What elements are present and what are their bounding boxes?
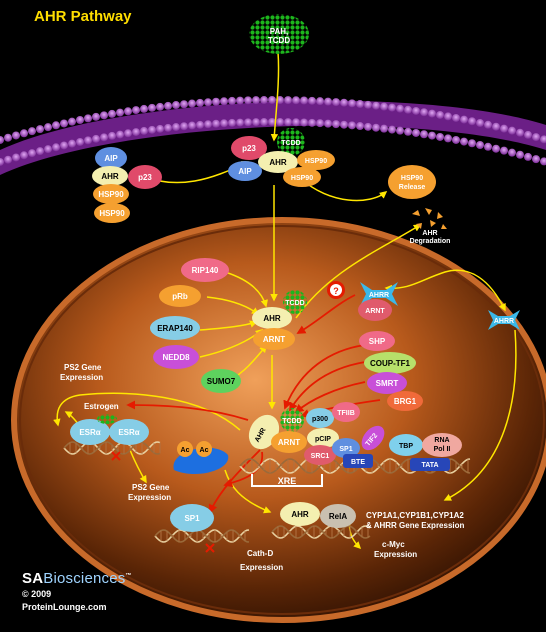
- svg-text:AIP: AIP: [238, 167, 252, 176]
- svg-text:p23: p23: [138, 173, 152, 182]
- svg-text:pRb: pRb: [172, 292, 188, 301]
- ps2-expression-bottom: PS2 Gene: [132, 483, 170, 492]
- svg-text:p300: p300: [312, 416, 328, 423]
- svg-text:AHR: AHR: [291, 510, 309, 519]
- svg-text:ESRα: ESRα: [79, 428, 100, 437]
- svg-text:SUMO7: SUMO7: [207, 377, 236, 386]
- svg-text:SRC1: SRC1: [311, 453, 330, 460]
- svg-text:Expression: Expression: [374, 550, 417, 559]
- svg-text:TFIIB: TFIIB: [337, 410, 355, 417]
- svg-text:SP1: SP1: [339, 446, 352, 453]
- svg-text:TATA: TATA: [421, 462, 438, 469]
- svg-text:HSP90: HSP90: [98, 190, 124, 199]
- svg-text:ARNT: ARNT: [278, 438, 300, 447]
- svg-text:COUP-TF1: COUP-TF1: [370, 359, 411, 368]
- publisher-logo: SABiosciences™ © 2009 ProteinLounge.com: [22, 570, 132, 612]
- ligand-pah-tcdd: PAH, TCDD: [249, 14, 309, 54]
- svg-text:TCDD: TCDD: [282, 418, 301, 425]
- cyp-expression-1: CYP1A1,CYP1B1,CYP1A2: [366, 511, 464, 520]
- svg-text:AHR: AHR: [269, 158, 287, 167]
- svg-text:HSP90: HSP90: [291, 175, 313, 182]
- svg-text:& AHRR Gene Expression: & AHRR Gene Expression: [366, 521, 465, 530]
- svg-text:NEDD8: NEDD8: [162, 353, 190, 362]
- xre-bracket: [251, 474, 323, 487]
- svg-text:p23: p23: [242, 144, 256, 153]
- svg-text:TBP: TBP: [399, 443, 413, 450]
- ahrr-right: AHRR: [488, 310, 520, 330]
- nuclear-cofactors: RIP140 pRb ERAP140 NEDD8 SUMO7: [150, 258, 241, 393]
- cathd-expression-1: Cath-D: [247, 549, 273, 558]
- svg-text:TCDD: TCDD: [285, 300, 304, 307]
- copyright: © 2009: [22, 589, 52, 599]
- svg-text:HSP90: HSP90: [305, 158, 327, 165]
- svg-text:pCIP: pCIP: [315, 436, 331, 443]
- svg-text:Ac: Ac: [200, 447, 209, 454]
- svg-text:HSP90: HSP90: [99, 209, 125, 218]
- svg-text:AHR: AHR: [101, 172, 119, 181]
- svg-text:ARNT: ARNT: [263, 335, 285, 344]
- svg-text:Expression: Expression: [128, 493, 171, 502]
- svg-text:SP1: SP1: [184, 514, 200, 523]
- svg-text:ESRα: ESRα: [118, 428, 139, 437]
- svg-text:SMRT: SMRT: [376, 379, 399, 388]
- ahr-arnt-heterodimer: TCDD AHR ARNT: [252, 290, 307, 350]
- svg-text:RIP140: RIP140: [192, 266, 219, 275]
- estrogen-label: Estrogen: [84, 402, 119, 411]
- xre-label: XRE: [278, 476, 297, 486]
- svg-text:TCDD: TCDD: [268, 36, 290, 45]
- ahrr-arnt-complex: AHRR ARNT ?: [327, 281, 398, 321]
- repressor-proteins: SHP COUP-TF1 SMRT BRG1: [359, 331, 423, 411]
- svg-text:Expression: Expression: [60, 373, 103, 382]
- svg-text:AHR: AHR: [422, 230, 437, 237]
- inhibition-marks: [111, 451, 215, 553]
- svg-text:PAH,: PAH,: [270, 27, 289, 36]
- cell-membrane: [0, 96, 546, 175]
- svg-text:RelA: RelA: [329, 512, 347, 521]
- diagram-title: AHR Pathway: [34, 8, 132, 25]
- cmyc-expression-1: c-Myc: [382, 540, 405, 549]
- ahr-degradation: AHR Degradation: [410, 208, 451, 245]
- hsp90-release: HSP90 Release: [388, 165, 436, 199]
- svg-text:AHR: AHR: [263, 314, 281, 323]
- svg-text:AIP: AIP: [104, 154, 118, 163]
- svg-text:SHP: SHP: [369, 337, 386, 346]
- cytosolic-ahr-complex: AIP p23 AHR HSP90 HSP90: [92, 147, 162, 223]
- svg-text:Expression: Expression: [240, 563, 283, 572]
- question-mark: ?: [333, 286, 339, 296]
- svg-text:Degradation: Degradation: [410, 238, 451, 245]
- svg-text:BRG1: BRG1: [394, 397, 417, 406]
- svg-text:ERAP140: ERAP140: [157, 324, 193, 333]
- svg-text:BTE: BTE: [351, 459, 365, 466]
- lower-complexes: SP1 AHR RelA: [170, 502, 356, 532]
- website: ProteinLounge.com: [22, 602, 107, 612]
- svg-text:Pol II: Pol II: [434, 446, 451, 453]
- svg-text:TCDD: TCDD: [281, 140, 300, 147]
- svg-text:ARNT: ARNT: [365, 308, 385, 315]
- svg-text:Ac: Ac: [181, 447, 190, 454]
- svg-text:RNA: RNA: [434, 437, 449, 444]
- svg-text:Release: Release: [399, 184, 426, 191]
- svg-text:AHRR: AHRR: [494, 318, 514, 325]
- ps2-expression-top: PS2 Gene: [64, 363, 102, 372]
- transcription-complex: AHR TCDD ARNT p300 TFIIB pCIP SRC1 SP1 T…: [248, 402, 462, 471]
- svg-text:AHRR: AHRR: [369, 292, 389, 299]
- svg-text:HSP90: HSP90: [401, 175, 423, 182]
- ligand-bound-ahr-complex: p23 TCDD AIP AHR HSP90 HSP90: [228, 128, 335, 187]
- esr-alpha-complex: ESRα ESRα Ac Ac: [70, 414, 229, 475]
